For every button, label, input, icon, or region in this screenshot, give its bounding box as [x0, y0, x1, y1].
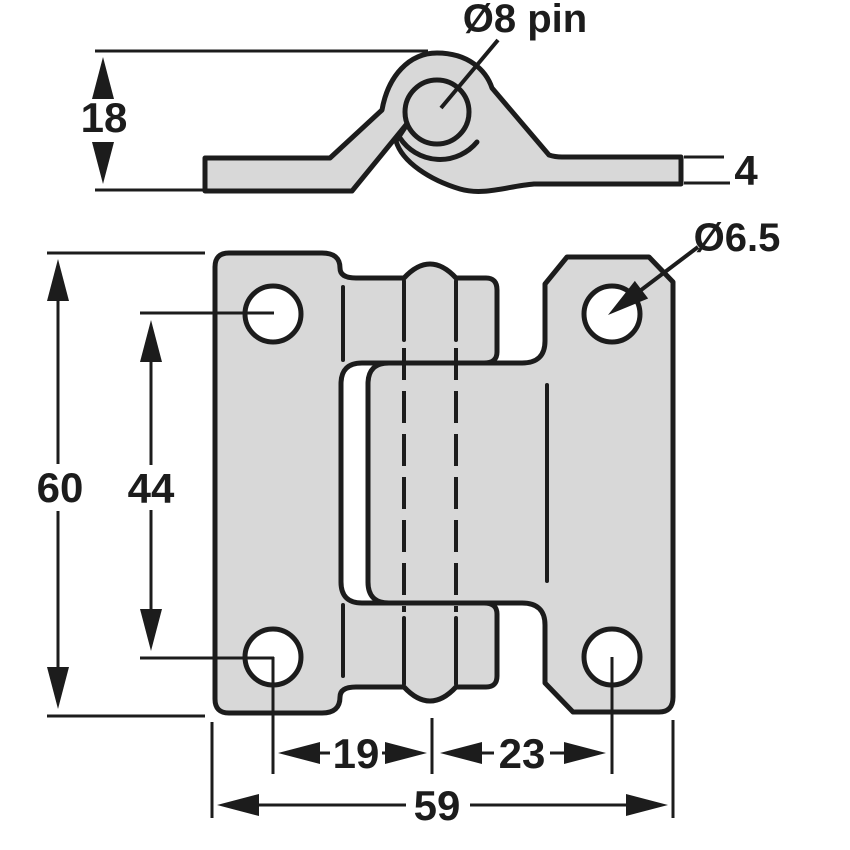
arrowhead-up	[47, 259, 69, 301]
arrowhead-right	[626, 794, 668, 816]
dim-hole-pitch: 44	[128, 311, 274, 660]
dim-overall-width-value: 59	[414, 782, 461, 829]
dim-leaf-thickness-value: 4	[734, 147, 758, 194]
arrowhead-down	[47, 667, 69, 709]
leader-arrowhead	[608, 280, 649, 315]
arrowhead-up	[92, 57, 114, 99]
arrowhead-up	[140, 320, 162, 362]
dim-center-to-right-holes: 23	[440, 730, 606, 777]
front-view: 60 44 Ø6.5 19	[37, 216, 781, 829]
arrowhead-left	[440, 742, 482, 764]
dim-overall-height-value: 60	[37, 464, 84, 511]
dim-hole-pitch-value: 44	[128, 465, 175, 512]
pin-bore-circle	[402, 77, 472, 147]
dim-center-to-left-holes: 19	[278, 730, 427, 777]
dim-knuckle-height: 18	[81, 49, 428, 192]
leader-line	[439, 38, 500, 110]
pin-diameter-label: Ø8 pin	[463, 0, 587, 41]
arrowhead-right	[564, 742, 606, 764]
dim-center-to-left-holes-value: 19	[333, 730, 380, 777]
arrowhead-right	[385, 742, 427, 764]
knuckle-seam-arc	[397, 135, 480, 162]
hole-diameter-callout: Ø6.5	[608, 216, 781, 315]
pin-diameter-callout: Ø8 pin	[439, 0, 587, 110]
dim-knuckle-height-value: 18	[81, 94, 128, 141]
arrowhead-left	[278, 742, 320, 764]
left-leaf-plate	[212, 250, 500, 716]
hole-diameter-label: Ø6.5	[694, 216, 781, 260]
dim-leaf-thickness: 4	[684, 147, 758, 194]
arrowhead-down	[140, 609, 162, 651]
arrowhead-left	[217, 794, 259, 816]
dim-overall-height: 60	[37, 251, 205, 718]
right-leaf-plate	[365, 254, 676, 715]
dim-center-to-right-holes-value: 23	[499, 730, 546, 777]
dim-overall-width: 59	[217, 782, 668, 829]
side-view: 18 4 Ø8 pin	[81, 0, 759, 194]
arrowhead-down	[92, 142, 114, 184]
